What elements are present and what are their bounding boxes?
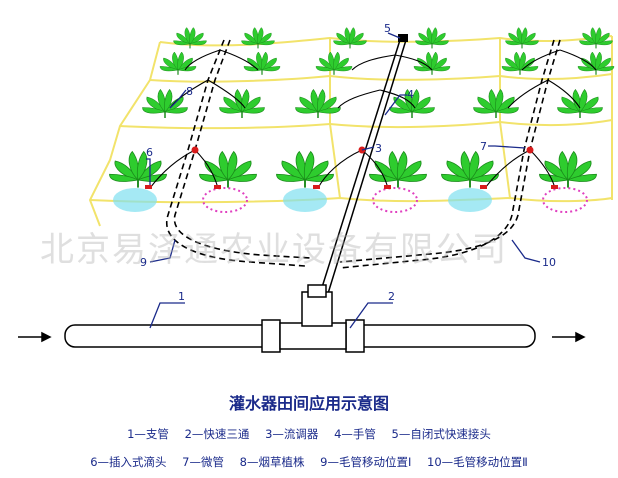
legend-item: 5—自闭式快速接头 xyxy=(391,427,491,441)
tobacco-plant xyxy=(295,89,341,118)
wet-zones xyxy=(113,187,588,213)
legend-row-2: 6—插入式滴头 7—微管 8—烟草植株 9—毛管移动位置Ⅰ 10—毛管移动位置Ⅱ xyxy=(0,454,618,470)
legend-item: 10—毛管移动位置Ⅱ xyxy=(427,455,528,469)
legend-item: 3—流调器 xyxy=(265,427,319,441)
legend-item: 9—毛管移动位置Ⅰ xyxy=(320,455,412,469)
callout-9: 9 xyxy=(140,256,147,269)
tobacco-plant xyxy=(413,51,451,75)
tobacco-plant xyxy=(473,89,519,118)
legend-item: 4—手管 xyxy=(334,427,376,441)
hand-pipe xyxy=(317,39,407,301)
callout-7: 7 xyxy=(480,140,487,153)
tobacco-plant xyxy=(109,150,167,188)
insert-dripper xyxy=(551,185,558,189)
wet-zone xyxy=(113,188,157,212)
tobacco-plant xyxy=(505,27,539,49)
tobacco-plant xyxy=(369,150,427,188)
insert-dripper xyxy=(313,185,320,189)
callout-4: 4 xyxy=(407,88,414,101)
callout-2: 2 xyxy=(388,290,395,303)
wet-zone xyxy=(283,188,327,212)
flow-arrows xyxy=(18,331,586,343)
insert-dripper xyxy=(145,185,152,189)
callout-5: 5 xyxy=(384,22,391,35)
tobacco-plant xyxy=(241,27,275,49)
callout-numbers: 1 2 3 4 5 6 7 8 9 10 xyxy=(140,22,556,303)
dripper-heads xyxy=(145,146,558,189)
insert-dripper xyxy=(480,185,487,189)
capillary-tubes xyxy=(165,39,561,269)
quick-coupler xyxy=(398,34,408,42)
callout-10: 10 xyxy=(542,256,556,269)
callout-leaders xyxy=(146,32,541,329)
wet-zone xyxy=(542,187,588,213)
tobacco-plant xyxy=(577,51,615,75)
tobacco-plant xyxy=(315,51,353,75)
callout-3: 3 xyxy=(375,142,382,155)
legend-item: 2—快速三通 xyxy=(184,427,250,441)
tobacco-plant xyxy=(173,27,207,49)
tobacco-plant xyxy=(579,27,613,49)
legend-item: 8—烟草植株 xyxy=(239,455,305,469)
flow-regulator xyxy=(526,146,534,154)
quick-tee xyxy=(261,284,365,353)
tobacco-plant xyxy=(333,27,367,49)
tobacco-plant xyxy=(159,51,197,75)
insert-dripper xyxy=(214,185,221,189)
tobacco-plant xyxy=(557,89,603,118)
tobacco-plant xyxy=(199,150,257,188)
flow-regulator xyxy=(191,146,199,154)
insert-dripper xyxy=(384,185,391,189)
tobacco-plant xyxy=(142,89,188,118)
plants xyxy=(109,27,615,188)
legend-item: 7—微管 xyxy=(182,455,224,469)
tobacco-plant xyxy=(539,150,597,188)
callout-8: 8 xyxy=(186,85,193,98)
wet-zone xyxy=(372,187,418,213)
wet-zone xyxy=(448,188,492,212)
tobacco-plant xyxy=(276,150,334,188)
callout-6: 6 xyxy=(146,146,153,159)
callout-1: 1 xyxy=(178,290,185,303)
tobacco-plant xyxy=(243,51,281,75)
diagram-title: 灌水器田间应用示意图 xyxy=(228,394,389,413)
legend-row-1: 1—支管 2—快速三通 3—流调器 4—手管 5—自闭式快速接头 xyxy=(0,426,618,442)
legend-item: 6—插入式滴头 xyxy=(90,455,167,469)
legend-item: 1—支管 xyxy=(127,427,169,441)
tobacco-plant xyxy=(415,27,449,49)
tobacco-plant xyxy=(501,51,539,75)
wet-zone xyxy=(202,187,248,213)
